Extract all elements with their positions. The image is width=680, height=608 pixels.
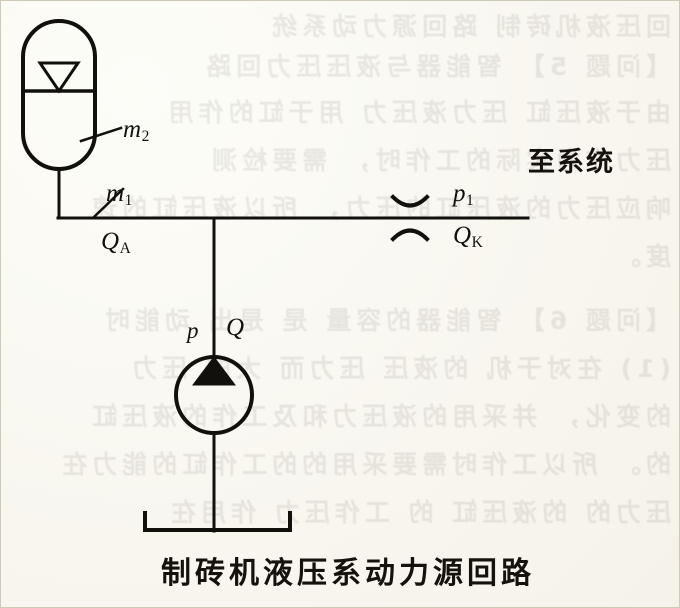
label-pump-flow: Q: [226, 314, 245, 341]
leader-line-m2: [79, 126, 123, 143]
orifice-arc-upper: [390, 194, 430, 208]
accumulator-upper-shell: [21, 19, 97, 93]
reservoir-tank-symbol: [143, 511, 292, 532]
accumulator-lower-shell: [21, 89, 97, 171]
pump-direction-triangle-icon: [192, 356, 236, 386]
label-accumulator-mass: m2: [123, 116, 150, 146]
gas-charge-triangle-icon: [37, 61, 81, 94]
to-system-label: 至系统: [528, 147, 615, 178]
label-line-mass: m1: [106, 180, 133, 210]
label-pump-pressure: p: [187, 318, 199, 343]
leader-line-m1: [92, 187, 125, 219]
label-pressure-1: p1: [453, 180, 474, 210]
orifice-arc-lower: [390, 228, 430, 242]
label-flow-a: QA: [101, 228, 131, 258]
figure-caption: 制砖机液压系动力源回路: [161, 556, 535, 591]
label-flow-k: QK: [453, 222, 483, 252]
